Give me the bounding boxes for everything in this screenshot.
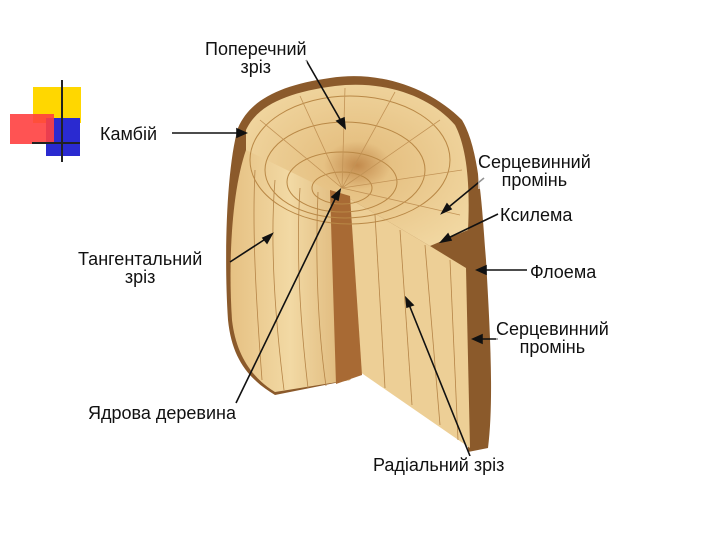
arrowhead-pith-ray-top: [440, 202, 453, 215]
arrowhead-pith-ray-bottom: [471, 333, 483, 345]
label-xylem: Ксилема: [500, 205, 573, 225]
label-pith-ray-top: Серцевинний промінь: [478, 153, 591, 189]
label-tangential-line1: Тангентальний: [78, 249, 203, 269]
leader-tangential: [229, 235, 271, 263]
label-tangential: Тангентальний зріз: [78, 249, 203, 287]
arrowhead-phloem: [475, 264, 487, 276]
grain-lines: [253, 169, 459, 441]
label-cambium: Камбій: [100, 124, 158, 144]
label-heartwood: Ядрова деревина: [88, 403, 236, 423]
trunk-illustration: [226, 76, 492, 453]
label-pith-ray-top-line2: промінь: [501, 170, 568, 190]
radial-face: [345, 196, 470, 448]
label-pith-ray-bottom-line1: Серцевинний: [496, 319, 609, 339]
arrowhead-cambium: [236, 127, 248, 139]
leader-xylem: [443, 213, 499, 241]
ray-lines: [259, 87, 463, 216]
decorative-squares: [10, 80, 81, 162]
label-pith-ray-bottom-line2: промінь: [519, 337, 586, 357]
leader-cross-section: [305, 59, 346, 129]
leader-lines: [172, 59, 527, 457]
label-tangential-line2: зріз: [124, 267, 156, 287]
leader-radial: [407, 301, 471, 457]
arrowhead-radial: [404, 295, 415, 309]
arrowhead-tangential: [261, 232, 274, 245]
heartwood-core: [330, 190, 362, 384]
arrowhead-xylem: [438, 232, 453, 244]
deco-red-square: [10, 114, 54, 144]
arrowhead-heartwood: [330, 187, 342, 202]
arrowhead-cross-section: [335, 116, 346, 130]
label-pith-ray-bottom: Серцевинний промінь: [496, 320, 609, 356]
leader-heartwood: [235, 192, 339, 404]
label-cross-section: Поперечний зріз: [205, 40, 307, 76]
label-cross-section-line2: зріз: [240, 57, 272, 77]
label-radial: Радіальний зріз: [373, 455, 505, 475]
label-phloem: Флоема: [530, 262, 597, 282]
leader-pith-ray-top: [443, 177, 485, 212]
top-cross-section: [246, 84, 469, 246]
label-cross-section-line1: Поперечний: [205, 39, 307, 59]
label-pith-ray-top-line1: Серцевинний: [478, 152, 591, 172]
